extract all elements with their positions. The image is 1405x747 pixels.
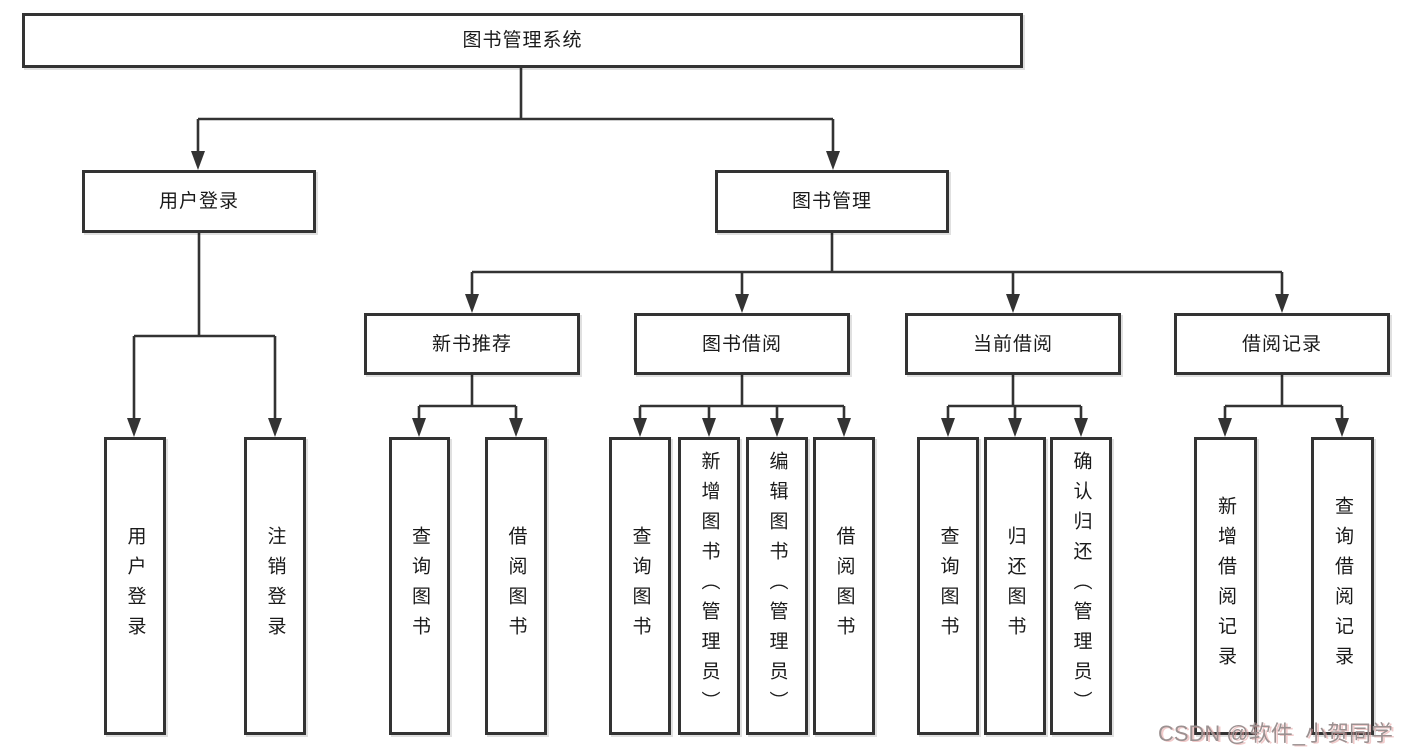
arrowhead-icon (1335, 418, 1349, 437)
leaf-label: 借阅图书 (833, 526, 855, 646)
node-label: 借阅记录 (1241, 333, 1322, 355)
arrowhead-icon (191, 151, 205, 170)
node-label: 当前借阅 (972, 333, 1053, 355)
arrowhead-icon (1275, 294, 1289, 313)
node-book-borrow: 图书借阅 (634, 313, 850, 375)
leaf-user-login: 用户登录 (104, 437, 166, 735)
leaf-confirm-return-admin: 确认归还（管理员） (1050, 437, 1112, 735)
leaf-label: 用户登录 (124, 526, 146, 646)
leaf-label: 确认归还（管理员） (1070, 451, 1092, 721)
leaf-borrow-books-recommend: 借阅图书 (485, 437, 547, 735)
arrowhead-icon (826, 151, 840, 170)
node-borrow-records: 借阅记录 (1174, 313, 1390, 375)
arrowhead-icon (735, 294, 749, 313)
leaf-label: 查询图书 (937, 526, 959, 646)
arrowhead-icon (412, 418, 426, 437)
arrowhead-icon (1218, 418, 1232, 437)
leaf-logout: 注销登录 (244, 437, 306, 735)
leaf-query-books-borrow: 查询图书 (609, 437, 671, 735)
leaf-label: 查询图书 (629, 526, 651, 646)
leaf-label: 借阅图书 (505, 526, 527, 646)
node-label: 用户登录 (158, 191, 239, 212)
node-label: 新书推荐 (431, 333, 512, 355)
node-root: 图书管理系统 (22, 13, 1023, 68)
leaf-label: 编辑图书（管理员） (766, 451, 788, 721)
leaf-add-borrow-record: 新增借阅记录 (1194, 437, 1257, 735)
node-book-management: 图书管理 (715, 170, 949, 233)
arrowhead-icon (268, 418, 282, 437)
leaf-label: 注销登录 (264, 526, 286, 646)
arrowhead-icon (1008, 418, 1022, 437)
arrowhead-icon (837, 418, 851, 437)
csdn-watermark: CSDN @软件_小贺同学 (1157, 721, 1393, 746)
arrowhead-icon (633, 418, 647, 437)
leaf-label: 查询图书 (409, 526, 430, 646)
leaf-label: 查询借阅记录 (1332, 496, 1353, 676)
node-root-label: 图书管理系统 (462, 30, 583, 51)
arrowhead-icon (1006, 294, 1020, 313)
arrowhead-icon (770, 418, 784, 437)
leaf-label: 新增借阅记录 (1215, 496, 1236, 676)
leaf-query-books-current: 查询图书 (917, 437, 979, 735)
arrowhead-icon (702, 418, 716, 437)
leaf-add-books-admin: 新增图书（管理员） (678, 437, 740, 735)
arrowhead-icon (509, 418, 523, 437)
leaf-return-books: 归还图书 (984, 437, 1046, 735)
leaf-label: 新增图书（管理员） (698, 451, 720, 721)
arrowhead-icon (941, 418, 955, 437)
leaf-edit-books-admin: 编辑图书（管理员） (746, 437, 808, 735)
node-label: 图书管理 (791, 191, 872, 212)
arrowhead-icon (127, 418, 141, 437)
arrowheads (127, 151, 1349, 437)
node-label: 图书借阅 (701, 333, 782, 355)
arrowhead-icon (465, 294, 479, 313)
leaf-query-books-recommend: 查询图书 (389, 437, 450, 735)
node-current-borrow: 当前借阅 (905, 313, 1121, 375)
leaf-query-borrow-record: 查询借阅记录 (1311, 437, 1374, 735)
connector-lines (132, 68, 1344, 421)
node-user-login: 用户登录 (82, 170, 316, 233)
leaf-borrow-books: 借阅图书 (813, 437, 875, 735)
node-new-book-recommend: 新书推荐 (364, 313, 580, 375)
leaf-label: 归还图书 (1004, 526, 1026, 646)
arrowhead-icon (1074, 418, 1088, 437)
